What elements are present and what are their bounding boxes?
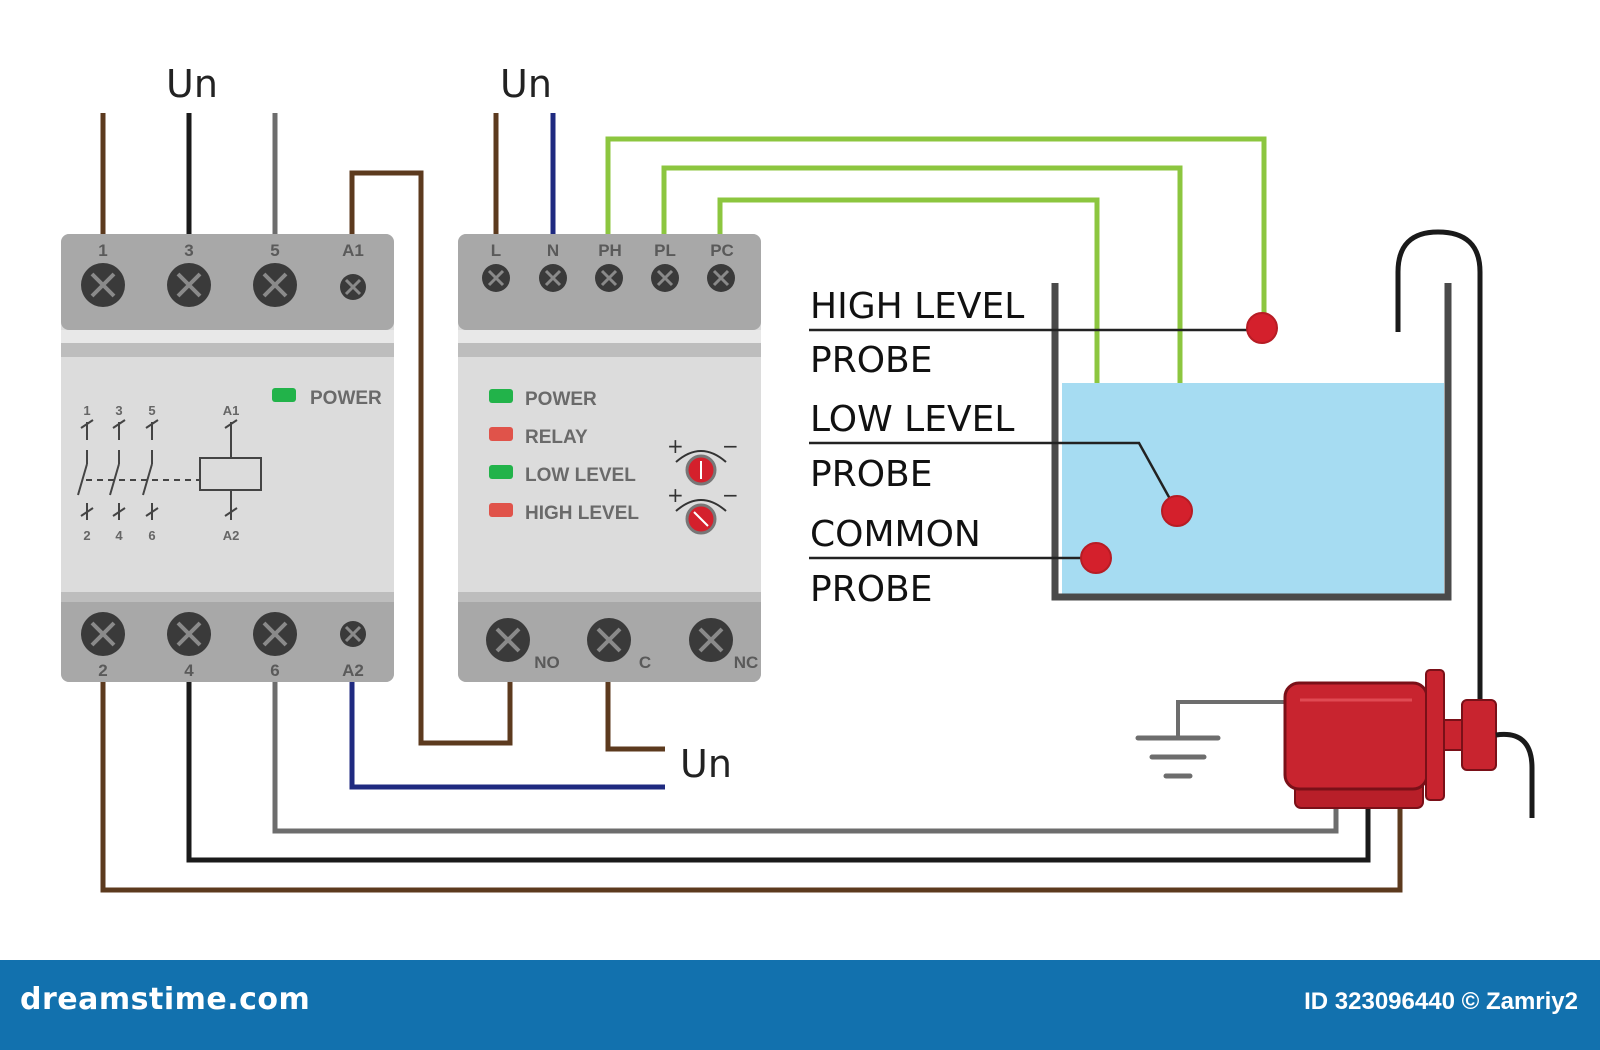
relay-led-high-level: HIGH LEVEL bbox=[489, 503, 639, 524]
ground-icon bbox=[1135, 735, 1221, 779]
footer-image-id: ID 323096440 © Zamriy2 bbox=[1304, 988, 1578, 1015]
relay-led-relay: RELAY bbox=[489, 427, 588, 448]
svg-text:HIGH LEVEL: HIGH LEVEL bbox=[525, 503, 639, 524]
contactor-terminal-label-3: 3 bbox=[184, 241, 193, 260]
relay-screw-pl[interactable] bbox=[651, 264, 679, 292]
wire-motor-brown bbox=[100, 680, 1403, 893]
contactor-terminal-label-6: 6 bbox=[270, 661, 279, 680]
supply-label-relay: Un bbox=[500, 62, 552, 106]
contactor-screw-a2[interactable] bbox=[340, 621, 366, 647]
wire-probe-low-green bbox=[661, 165, 1183, 512]
contactor-terminal-label-5: 5 bbox=[270, 241, 279, 260]
water bbox=[1062, 383, 1444, 594]
contactor-screw-2[interactable] bbox=[81, 612, 125, 656]
svg-text:+: + bbox=[667, 434, 684, 458]
relay-screw-ph[interactable] bbox=[595, 264, 623, 292]
svg-text:5: 5 bbox=[148, 403, 155, 418]
contactor-screw-3[interactable] bbox=[167, 263, 211, 307]
contactor-power-led bbox=[272, 388, 296, 402]
relay-screw-l[interactable] bbox=[482, 264, 510, 292]
wire-probe-high-green bbox=[605, 136, 1267, 328]
relay-screw-n[interactable] bbox=[539, 264, 567, 292]
pump-motor-icon bbox=[1283, 669, 1535, 818]
discharge-pipe bbox=[1395, 229, 1483, 702]
contactor-terminal-label-a1: A1 bbox=[342, 241, 364, 260]
wire-ground bbox=[1176, 700, 1285, 738]
svg-text:6: 6 bbox=[148, 528, 155, 543]
svg-text:4: 4 bbox=[115, 528, 123, 543]
water-tank bbox=[809, 229, 1483, 702]
svg-text:2: 2 bbox=[83, 528, 90, 543]
wire-a1-to-relay-common bbox=[349, 170, 513, 746]
relay-led-low-level: LOW LEVEL bbox=[489, 465, 636, 486]
contactor-screw-a1[interactable] bbox=[340, 274, 366, 300]
contactor-screw-5[interactable] bbox=[253, 263, 297, 307]
contactor-screw-6[interactable] bbox=[253, 612, 297, 656]
leader-low bbox=[809, 441, 1177, 509]
wire-a2-blue bbox=[349, 680, 665, 790]
wire-motor-gray bbox=[272, 680, 1339, 834]
svg-text:RELAY: RELAY bbox=[525, 427, 588, 448]
relay-screw-no[interactable] bbox=[486, 618, 530, 662]
relay-screw-nc[interactable] bbox=[689, 618, 733, 662]
wire-relay-c-brown bbox=[605, 680, 665, 752]
probe-low-line1: LOW LEVEL bbox=[810, 399, 1014, 440]
svg-text:POWER: POWER bbox=[525, 389, 597, 410]
svg-text:3: 3 bbox=[115, 403, 122, 418]
level-relay: L N PH PL PC POWER RELAY LOW LEVEL HIGH … bbox=[458, 234, 761, 682]
relay-terminal-label-ph: PH bbox=[598, 241, 622, 260]
contactor-terminal-label-a2: A2 bbox=[342, 661, 364, 680]
contactor-schematic: 1 3 5 A1 2 4 6 A2 bbox=[77, 403, 262, 543]
relay-terminal-label-pc: PC bbox=[710, 241, 734, 260]
svg-text:LOW LEVEL: LOW LEVEL bbox=[525, 465, 636, 486]
footer-bar: dreamstime.com ID 323096440 © Zamriy2 bbox=[0, 960, 1600, 1050]
relay-led-power: POWER bbox=[489, 389, 597, 410]
footer-logo[interactable]: dreamstime.com bbox=[20, 982, 311, 1017]
probe-high-dot bbox=[1246, 312, 1278, 344]
relay-terminal-label-nc: NC bbox=[734, 653, 759, 672]
tank-walls bbox=[1051, 283, 1452, 601]
svg-text:1: 1 bbox=[83, 403, 90, 418]
supply-label-contactor: Un bbox=[166, 62, 218, 106]
relay-terminal-label-l: L bbox=[491, 241, 501, 260]
probe-high-line1: HIGH LEVEL bbox=[810, 286, 1024, 327]
probe-common-line2: PROBE bbox=[810, 569, 933, 610]
svg-text:+: + bbox=[667, 483, 684, 507]
contactor-terminal-label-4: 4 bbox=[184, 661, 194, 680]
relay-terminal-label-c: C bbox=[639, 653, 651, 672]
relay-screw-pc[interactable] bbox=[707, 264, 735, 292]
wires bbox=[100, 113, 1403, 893]
probe-common-dot bbox=[1080, 542, 1112, 574]
contactor-terminal-label-1: 1 bbox=[98, 241, 107, 260]
supply-label-output: Un bbox=[680, 742, 732, 786]
relay-knob-high[interactable]: + − bbox=[667, 483, 739, 535]
relay-terminal-label-pl: PL bbox=[654, 241, 676, 260]
probe-high-line2: PROBE bbox=[810, 340, 933, 381]
wire-motor-black bbox=[186, 680, 1371, 863]
relay-knob-low[interactable]: + − bbox=[667, 434, 739, 486]
relay-terminal-label-n: N bbox=[547, 241, 559, 260]
svg-text:A1: A1 bbox=[223, 403, 240, 418]
probe-low-dot bbox=[1161, 495, 1193, 527]
wiring-diagram: HIGH LEVEL PROBE LOW LEVEL PROBE COMMON … bbox=[61, 62, 1535, 893]
relay-terminal-label-no: NO bbox=[534, 653, 560, 672]
probe-common-line1: COMMON bbox=[810, 514, 981, 555]
wire-probe-common-green bbox=[717, 197, 1100, 558]
svg-text:−: − bbox=[722, 434, 739, 458]
contactor-screw-4[interactable] bbox=[167, 612, 211, 656]
svg-text:A2: A2 bbox=[223, 528, 240, 543]
contactor-screw-1[interactable] bbox=[81, 263, 125, 307]
probe-low-line2: PROBE bbox=[810, 454, 933, 495]
probe-labels: HIGH LEVEL PROBE LOW LEVEL PROBE COMMON … bbox=[810, 286, 1024, 610]
contactor-power-label: POWER bbox=[310, 388, 382, 409]
svg-text:−: − bbox=[722, 483, 739, 507]
contactor-terminal-label-2: 2 bbox=[98, 661, 107, 680]
relay-screw-c[interactable] bbox=[587, 618, 631, 662]
contactor: 1 3 5 A1 POWER 1 3 5 A1 2 4 6 A2 bbox=[61, 234, 394, 682]
